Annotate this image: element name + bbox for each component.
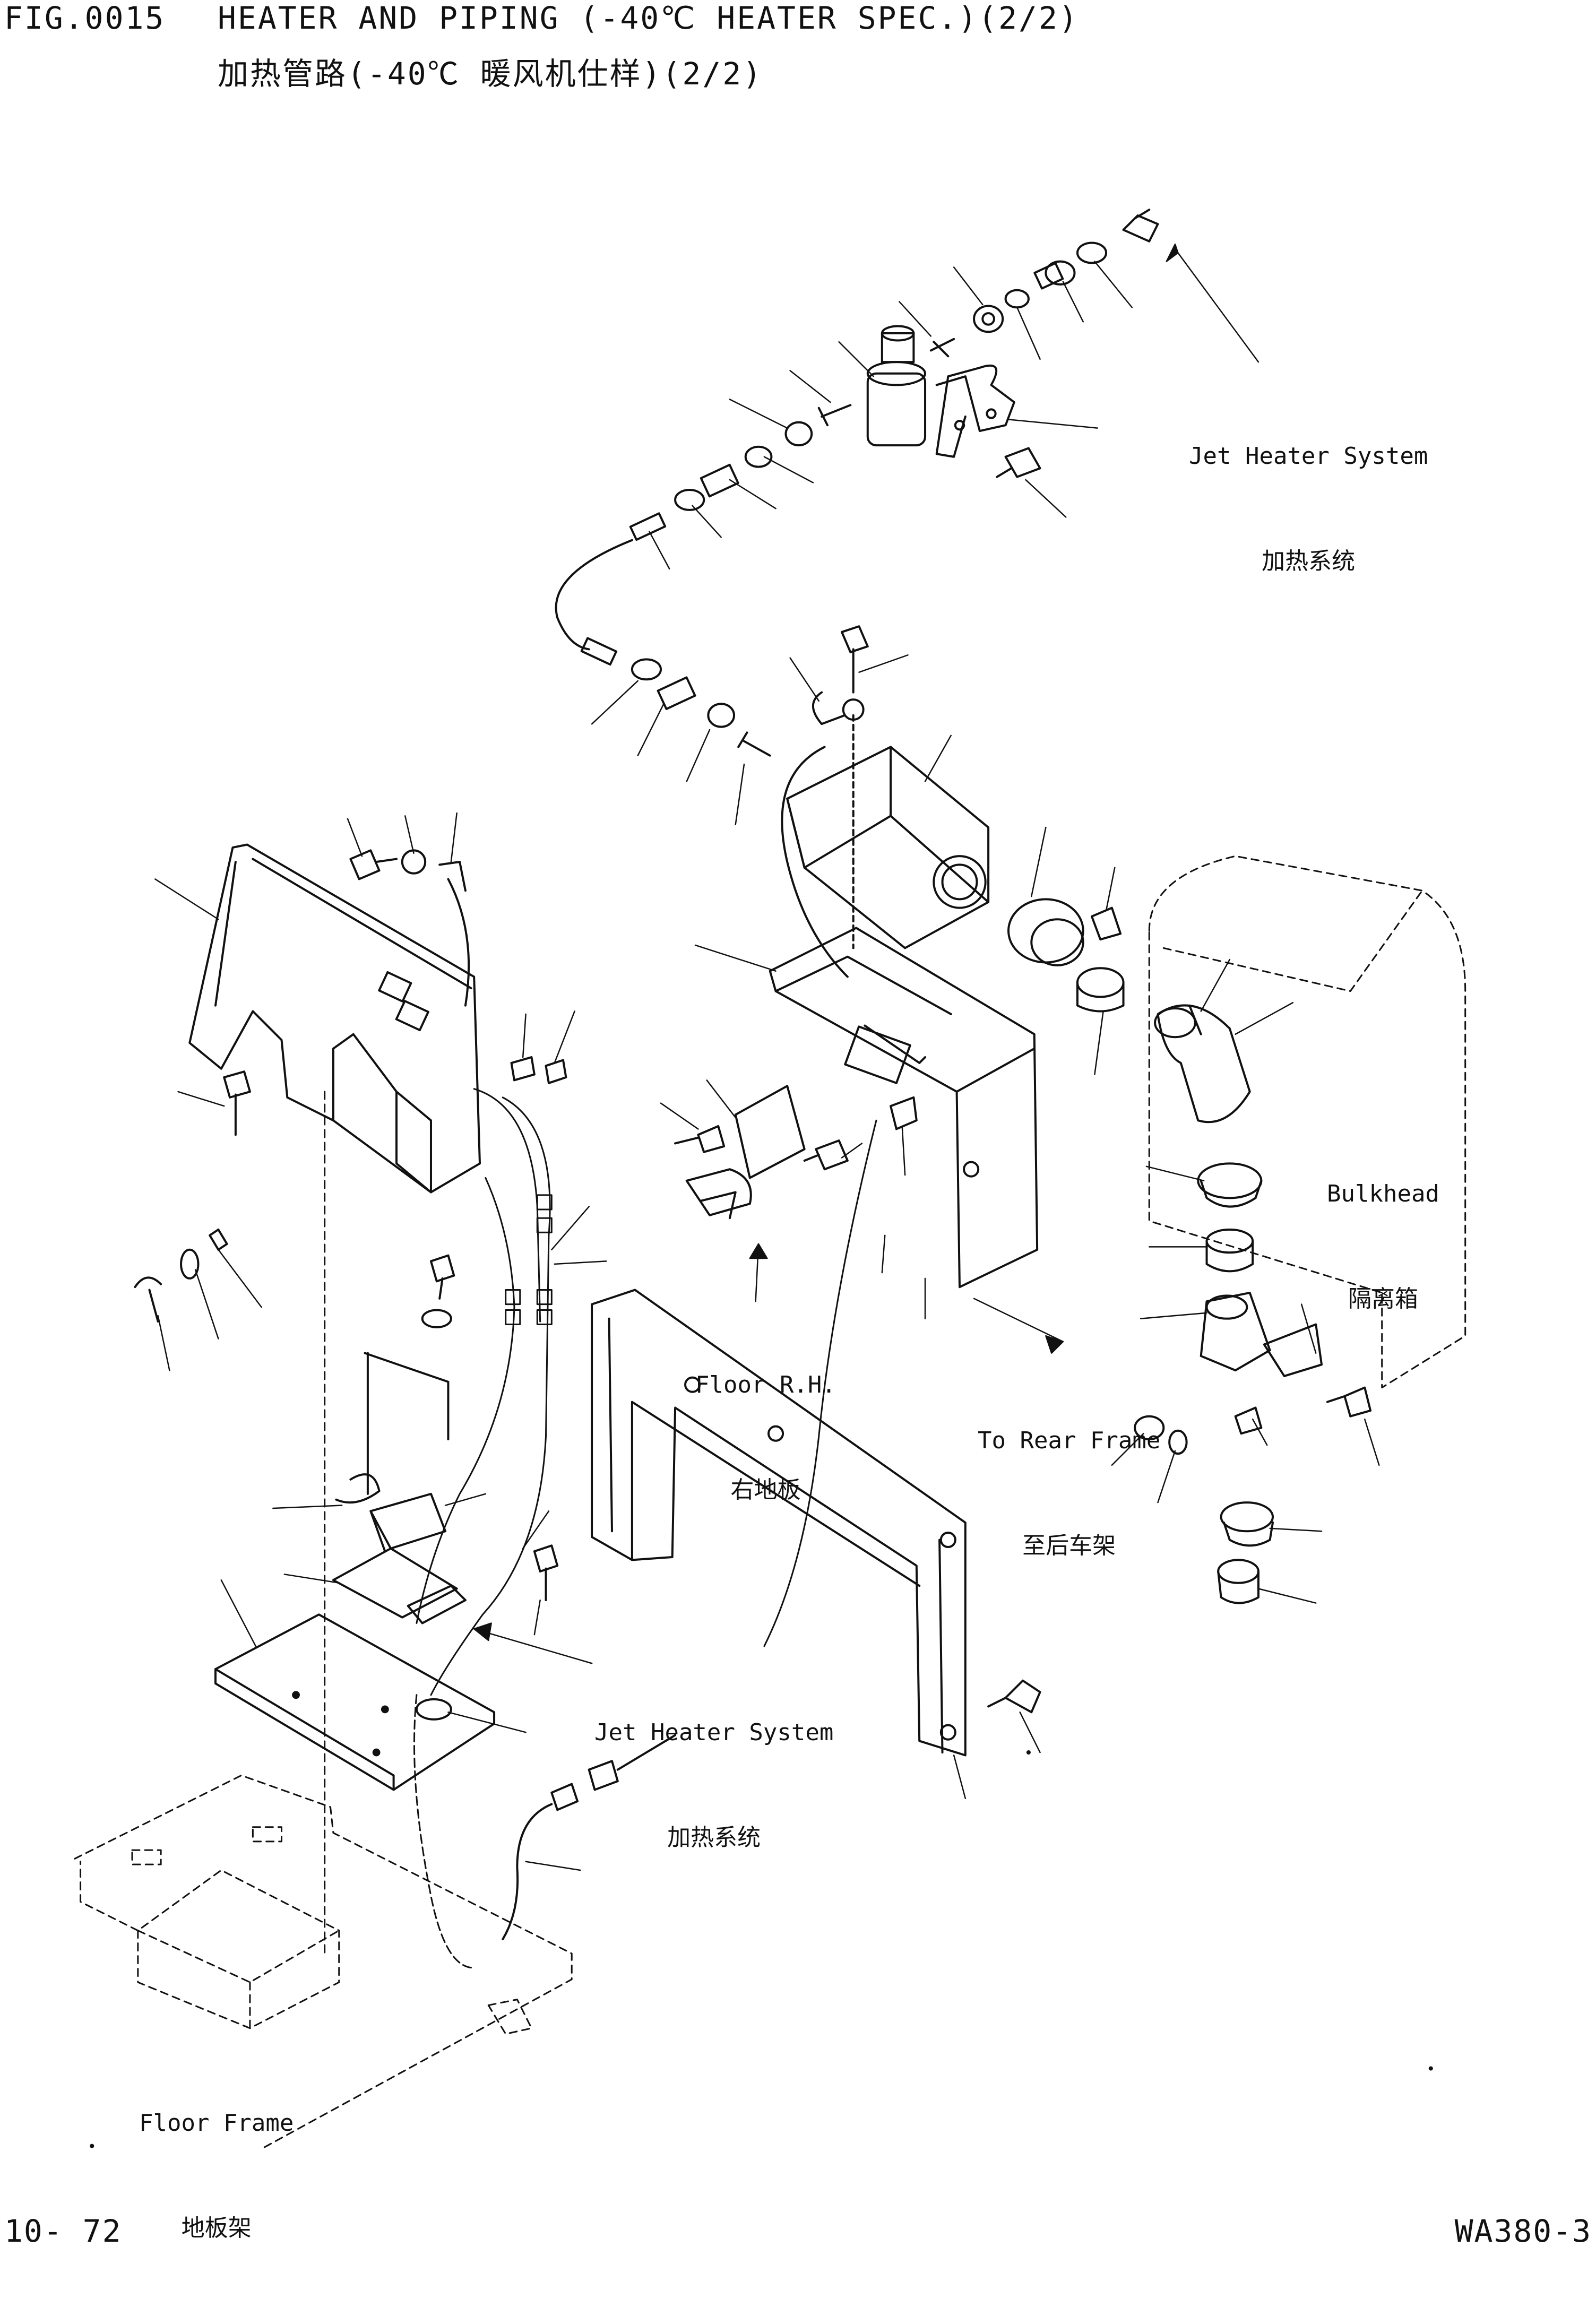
label-bulkhead: Bulkhead 隔离箱 (1327, 1180, 1439, 1312)
label-floor-frame: Floor Frame 地板架 (139, 2110, 294, 2242)
parts-diagram-page: FIG.0015 HEATER AND PIPING (-40℃ HEATER … (0, 0, 1596, 2252)
label-floor-rh: Floor R.H. 右地板 (695, 1371, 836, 1503)
label-jet-heater-system-top: Jet Heater System 加热系统 (1189, 443, 1428, 575)
floor-plate (215, 1614, 494, 1790)
model-code: WA380-3 (1454, 2213, 1592, 2249)
floor-rh-frame (592, 1290, 1040, 1756)
label-to-rear-frame: To Rear Frame 至后车架 (978, 1427, 1161, 1559)
leader-lines (155, 244, 1379, 1870)
exploded-view-drawing (0, 0, 1596, 2252)
page-number: 10- 72 (4, 2213, 122, 2249)
floor-frame-outline (75, 1092, 572, 2149)
top-piping-assembly (556, 210, 1158, 755)
label-jet-heater-system-mid: Jet Heater System 加热系统 (594, 1719, 834, 1851)
specks (90, 1750, 1433, 2148)
wiring-harness-left (414, 1089, 876, 1968)
bulkhead-outline (1149, 856, 1465, 1387)
figure-number: FIG.0015 (4, 0, 166, 36)
wire-connectors (503, 1735, 675, 1939)
left-cover-panel (189, 845, 566, 1192)
heater-unit (782, 626, 1123, 1011)
heater-mount-box (675, 928, 1037, 1287)
title-chinese: 加热管路(-40℃ 暖风机仕样)(2/2) (218, 56, 763, 92)
title-english: HEATER AND PIPING (-40℃ HEATER SPEC.)(2/… (218, 0, 1079, 36)
center-left-parts (135, 1230, 557, 1623)
elbow-pipe-group (1135, 1005, 1370, 1603)
